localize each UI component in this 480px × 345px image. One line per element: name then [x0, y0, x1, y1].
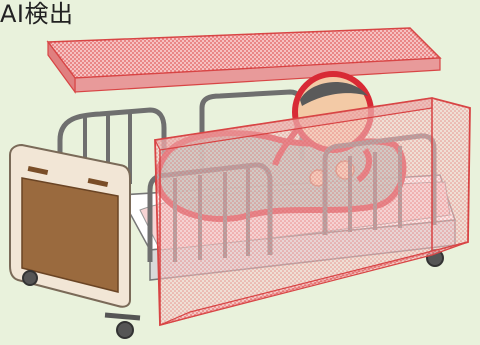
- detection-box-overlay: [155, 98, 470, 325]
- upper-detection-zone: [48, 28, 440, 92]
